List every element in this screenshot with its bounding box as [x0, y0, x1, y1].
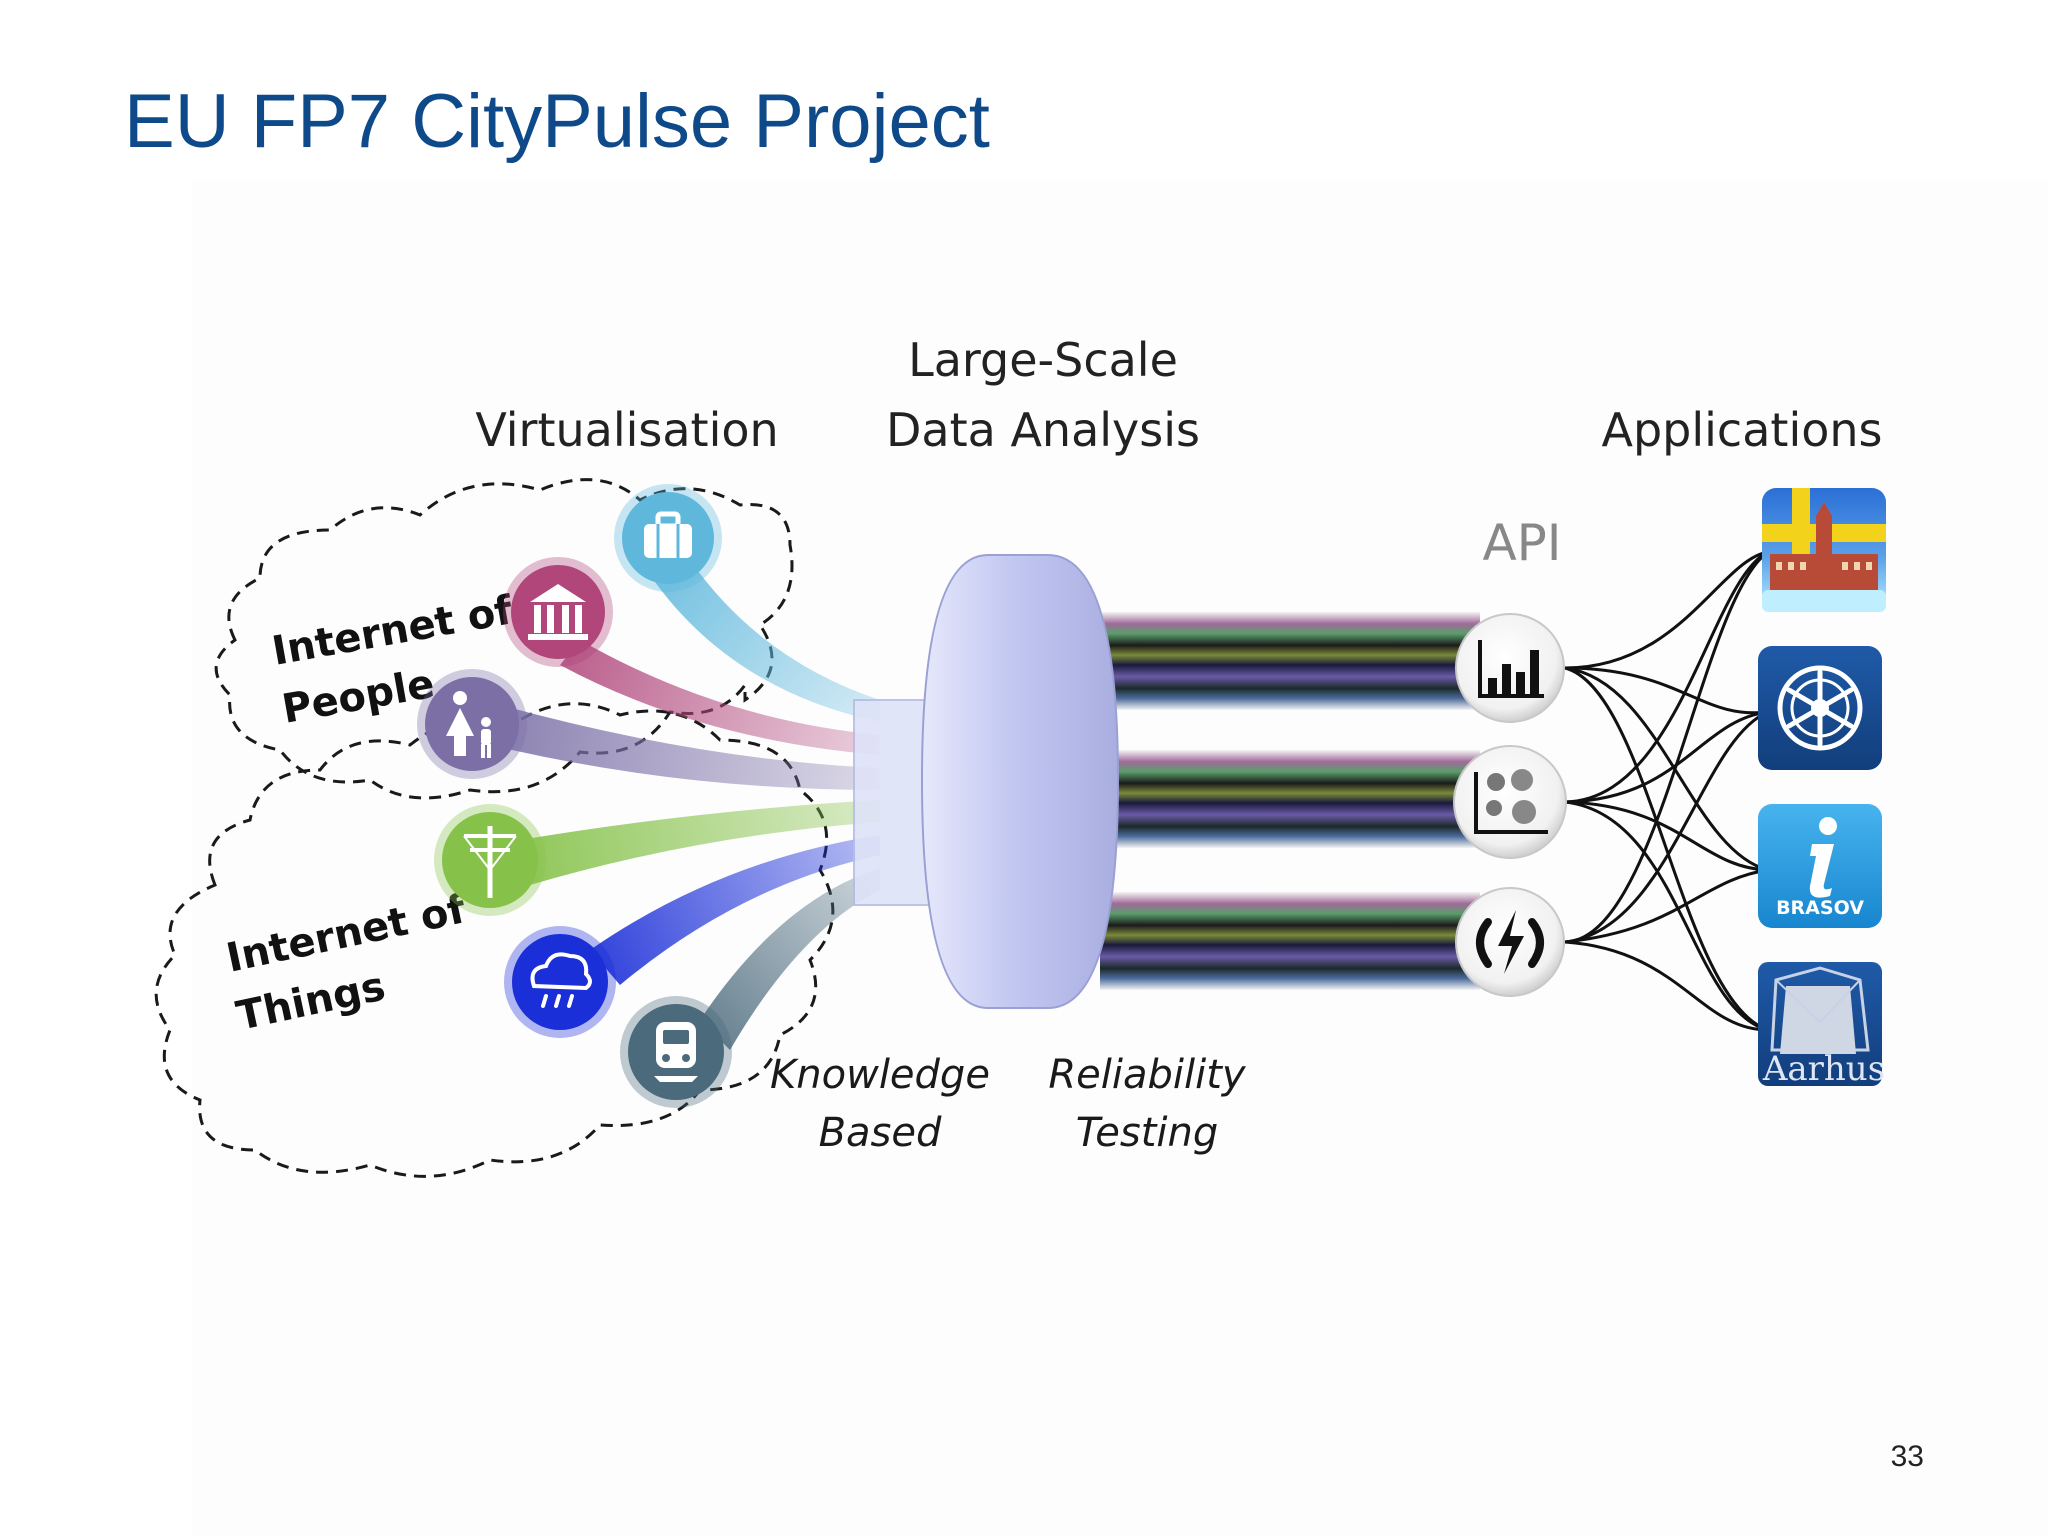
applications-heading: Applications: [1602, 403, 1883, 457]
train-data-stream: [700, 868, 880, 1050]
knowledge-based-caption-line1: Knowledge: [770, 1052, 990, 1098]
rain-cloud-icon: [504, 926, 616, 1038]
knowledge-based-caption-line2: Based: [819, 1110, 942, 1156]
fibre-bundle-bottom: [1100, 892, 1480, 990]
fibre-bundle-top: [1100, 612, 1480, 710]
internet-of-things-label-line1: Internet of: [223, 886, 471, 982]
internet-of-people-label-line1: Internet of: [269, 587, 517, 675]
brasov-label: BRASOV: [1776, 897, 1864, 919]
analysis-disc: [920, 554, 1120, 1009]
internet-of-people-cloud: [214, 478, 794, 800]
government-building-icon: [503, 557, 613, 667]
wheel-app-icon[interactable]: [1758, 646, 1882, 770]
disc-inlet: [853, 699, 935, 906]
train-icon: [620, 996, 732, 1108]
analysis-heading-line1: Large-Scale: [908, 333, 1178, 387]
parent-child-icon: [417, 669, 527, 779]
slide-title: EU FP7 CityPulse Project: [124, 79, 990, 164]
stockholm-app-icon[interactable]: [1762, 488, 1886, 612]
cluster-plot-icon: [1453, 745, 1567, 859]
api-app-connections: [1564, 550, 1769, 1032]
info-app-icon[interactable]: BRASOV: [1758, 804, 1882, 928]
rain-data-stream: [590, 835, 880, 985]
virtualisation-heading: Virtualisation: [475, 403, 778, 457]
family-data-stream: [490, 705, 880, 790]
power-pole-data-stream: [520, 800, 880, 885]
briefcase-data-stream: [650, 560, 880, 722]
reliability-testing-caption-line2: Testing: [1076, 1110, 1218, 1156]
aarhus-app-icon[interactable]: Aarhus: [1758, 962, 1885, 1089]
government-data-stream: [560, 640, 880, 755]
briefcase-icon: [614, 484, 722, 592]
reliability-testing-caption-line1: Reliability: [1048, 1052, 1247, 1098]
lightning-icon: [1455, 887, 1565, 997]
page-number: 33: [1890, 1440, 1924, 1473]
analysis-heading-line2: Data Analysis: [886, 403, 1200, 457]
aarhus-label: Aarhus: [1762, 1049, 1885, 1089]
fibre-bundle-middle: [1100, 750, 1480, 848]
bar-chart-icon: [1455, 613, 1565, 723]
api-label: API: [1482, 514, 1561, 572]
internet-of-people-label-line2: People: [279, 661, 438, 733]
power-pole-icon: [434, 804, 546, 916]
